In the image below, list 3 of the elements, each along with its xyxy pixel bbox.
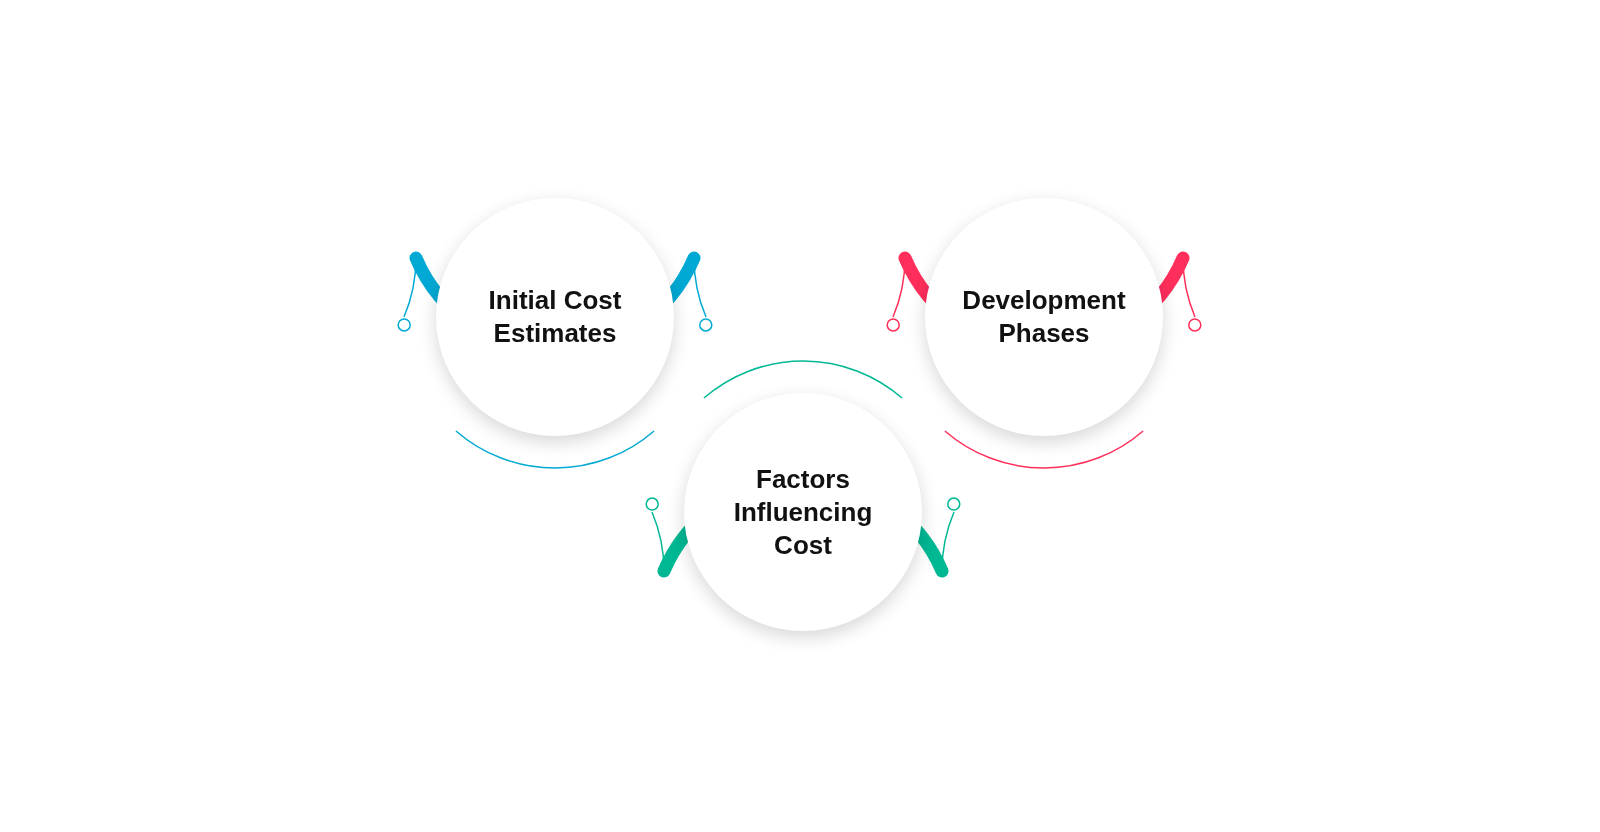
node-label: Development Phases [961, 284, 1127, 350]
node-label: Initial Cost Estimates [488, 284, 622, 350]
node-label: Factors Influencing Cost [732, 462, 874, 562]
